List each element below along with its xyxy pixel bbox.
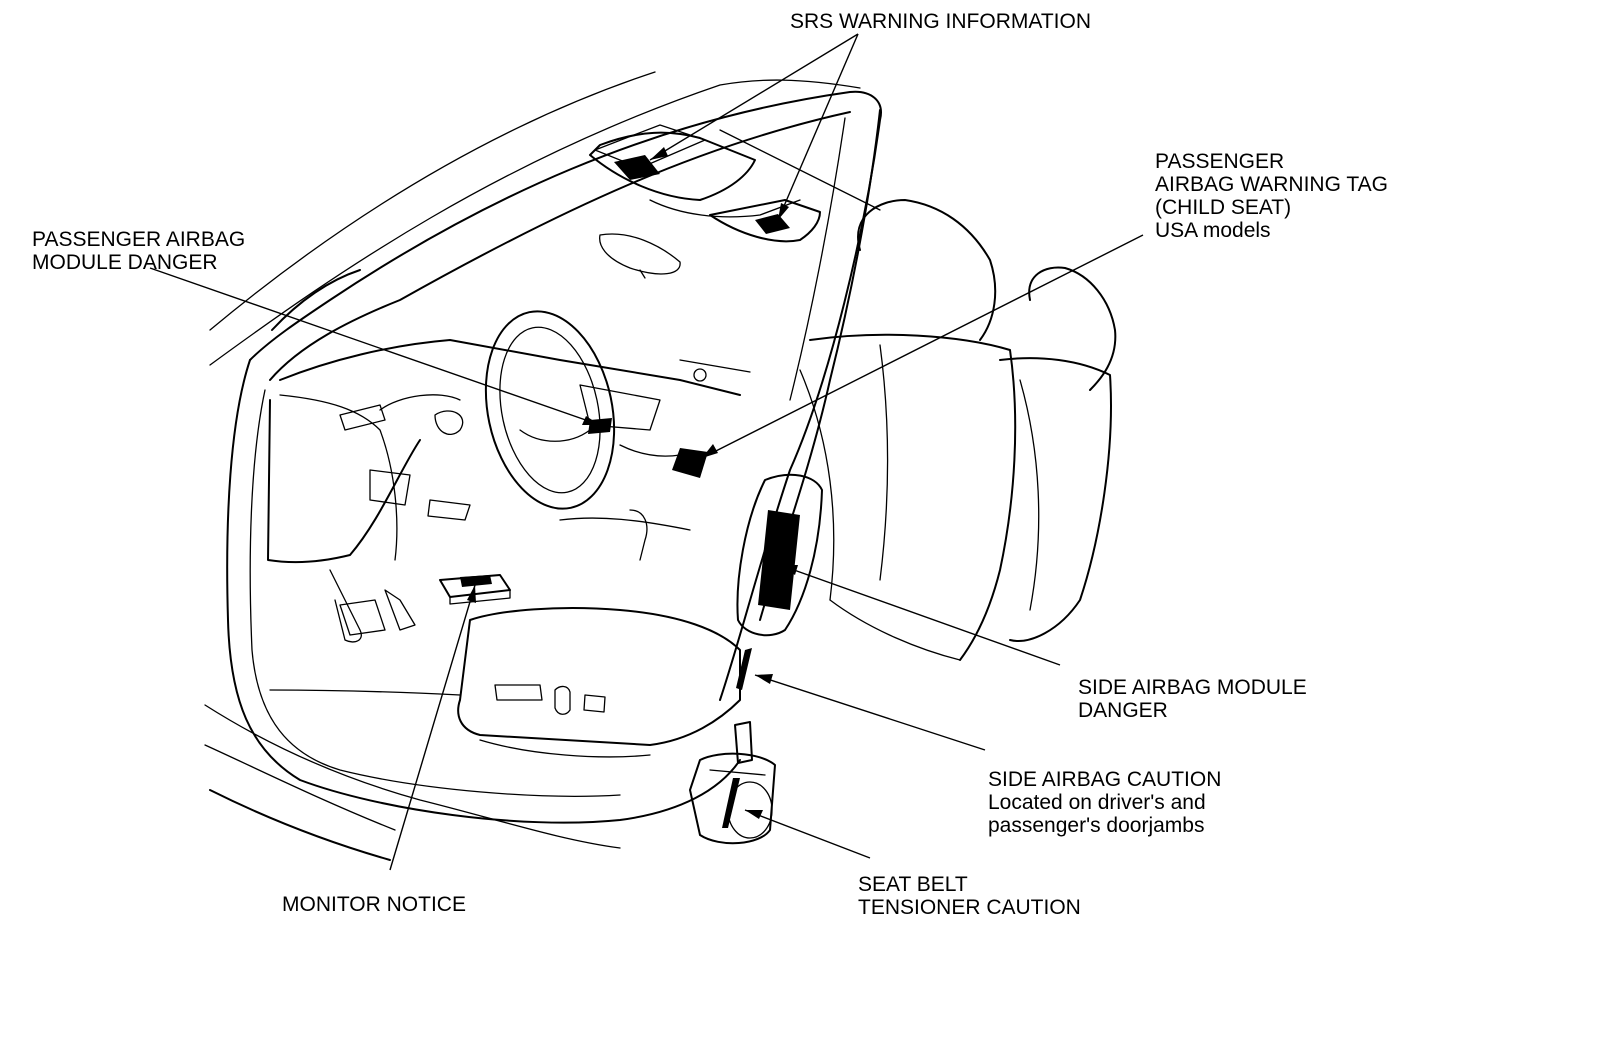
side-airbag-housing	[736, 473, 823, 690]
leader-seat-belt-tensioner	[744, 809, 871, 859]
seat-belt-tensioner	[689, 721, 776, 845]
leader-srs-visor-right	[777, 33, 859, 221]
label-side-airbag-caution: SIDE AIRBAG CAUTION Located on driver's …	[988, 768, 1222, 837]
srs-warning-visor-right-label	[755, 214, 790, 234]
dashboard-steering	[267, 310, 751, 564]
front-seat	[457, 199, 1017, 758]
label-passenger-airbag-warning-tag: PASSENGER AIRBAG WARNING TAG (CHILD SEAT…	[1155, 150, 1388, 242]
label-monitor-notice: MONITOR NOTICE	[282, 893, 466, 916]
headliner-visors	[589, 124, 881, 279]
warning-label-patches	[460, 155, 790, 587]
floor-pedals	[269, 509, 691, 696]
side-airbag-danger-label	[758, 510, 800, 610]
leader-srs-visor-left	[649, 33, 859, 161]
side-airbag-caution-label	[736, 648, 752, 690]
label-srs-warning-information: SRS WARNING INFORMATION	[790, 10, 1091, 33]
leader-passenger-airbag-module	[149, 267, 601, 426]
child-seat-warning-tag	[672, 448, 708, 478]
rear-seat	[999, 266, 1117, 642]
leader-child-seat-tag	[701, 234, 1144, 459]
leader-side-airbag-module	[779, 564, 1061, 666]
leader-side-airbag-caution	[754, 674, 986, 751]
leader-lines	[149, 33, 1144, 871]
car-body-outline	[204, 71, 882, 861]
label-seat-belt-tensioner-caution: SEAT BELT TENSIONER CAUTION	[858, 873, 1081, 919]
label-side-airbag-module-danger: SIDE AIRBAG MODULE DANGER	[1078, 676, 1307, 722]
label-passenger-airbag-module-danger: PASSENGER AIRBAG MODULE DANGER	[32, 228, 246, 274]
leader-monitor-notice	[389, 584, 476, 871]
srs-warning-visor-left-label	[614, 155, 660, 180]
monitor-notice-label	[460, 575, 492, 587]
